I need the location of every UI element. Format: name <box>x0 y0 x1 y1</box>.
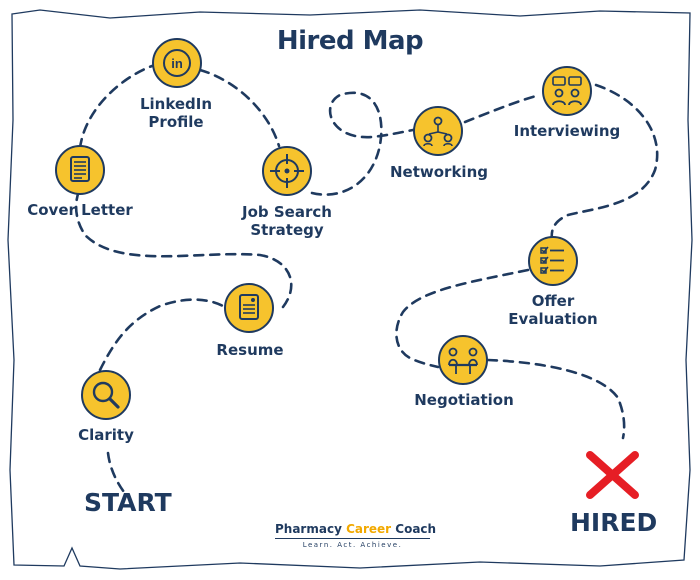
step-label-offer-evaluation: Offer Evaluation <box>508 292 598 328</box>
checklist-icon <box>528 236 578 286</box>
step-label-job-search-strategy: Job Search Strategy <box>242 203 332 239</box>
brand-name: Pharmacy Career Coach <box>275 522 437 536</box>
interview-chat-icon <box>542 66 592 116</box>
network-people-icon <box>413 106 463 156</box>
step-label-resume: Resume <box>216 341 284 359</box>
hired-label: HIRED <box>570 508 658 537</box>
step-label-cover-letter: Cover Letter <box>27 201 133 219</box>
step-label-clarity: Clarity <box>78 426 134 444</box>
journey-path <box>74 64 659 494</box>
page-title: Hired Map <box>276 26 424 56</box>
step-label-negotiation: Negotiation <box>414 391 514 409</box>
step-label-networking: Networking <box>390 163 488 181</box>
svg-text:in: in <box>171 56 183 71</box>
negotiation-table-icon <box>438 335 488 385</box>
step-label-interviewing: Interviewing <box>513 122 621 140</box>
target-crosshair-icon <box>262 146 312 196</box>
paper-outline <box>7 9 693 570</box>
resume-document-icon <box>224 283 274 333</box>
step-label-linkedin-profile: LinkedIn Profile <box>139 95 213 131</box>
brand-logo: Pharmacy Career Coach Learn. Act. Achiev… <box>275 522 437 549</box>
linkedin-icon: in <box>152 38 202 88</box>
hired-x-mark <box>586 451 639 499</box>
brand-tagline: Learn. Act. Achieve. <box>275 538 430 549</box>
cover-letter-document-icon <box>55 145 105 195</box>
magnifier-icon <box>81 370 131 420</box>
start-label: START <box>84 488 172 517</box>
